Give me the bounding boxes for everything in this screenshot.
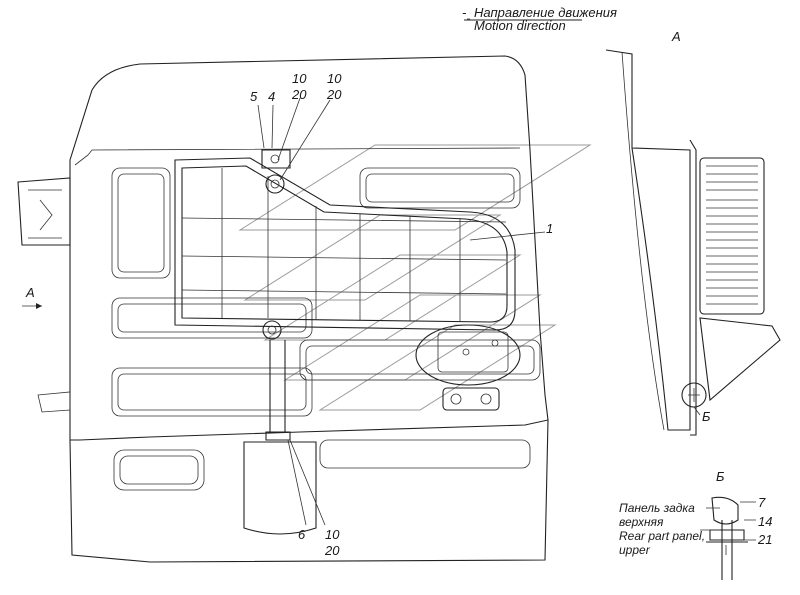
callout-14: 14: [758, 514, 773, 529]
direction-label-ru: Направление движения: [474, 5, 617, 20]
panel-label-ru-1: Панель задка: [619, 501, 695, 515]
panel-label-en-2: upper: [619, 543, 650, 557]
direction-arrow-dash: -: [462, 5, 467, 20]
callout-20-b: 20: [327, 87, 342, 102]
callout-10-b: 10: [327, 71, 342, 86]
view-a-section: [605, 49, 781, 436]
panel-label-ru-2: верхняя: [619, 515, 664, 529]
view-a-top-label: A: [672, 29, 681, 44]
detail-b-section: [700, 496, 756, 580]
view-a-side-label: A: [26, 285, 35, 300]
callout-21: 21: [758, 532, 773, 547]
cab-rear-wall: [17, 55, 549, 563]
callout-10-a: 10: [292, 71, 307, 86]
callout-10-c: 10: [325, 527, 340, 542]
leader-lines: [257, 18, 546, 526]
callout-6: 6: [298, 527, 306, 542]
callout-1: 1: [546, 221, 554, 236]
callout-5: 5: [250, 89, 258, 104]
direction-underline: [464, 19, 582, 21]
filter-grid-assembly: [174, 149, 521, 535]
callout-20-c: 20: [325, 543, 340, 558]
callout-4: 4: [268, 89, 276, 104]
direction-label-en: Motion direction: [474, 18, 566, 33]
callout-20-a: 20: [292, 87, 307, 102]
view-b-detail-title: Б: [716, 469, 725, 484]
panel-label-en-1: Rear part panel,: [619, 529, 706, 543]
view-b-callout: Б: [702, 409, 711, 424]
arrow-right-icon: [22, 303, 42, 309]
callout-7: 7: [758, 495, 766, 510]
